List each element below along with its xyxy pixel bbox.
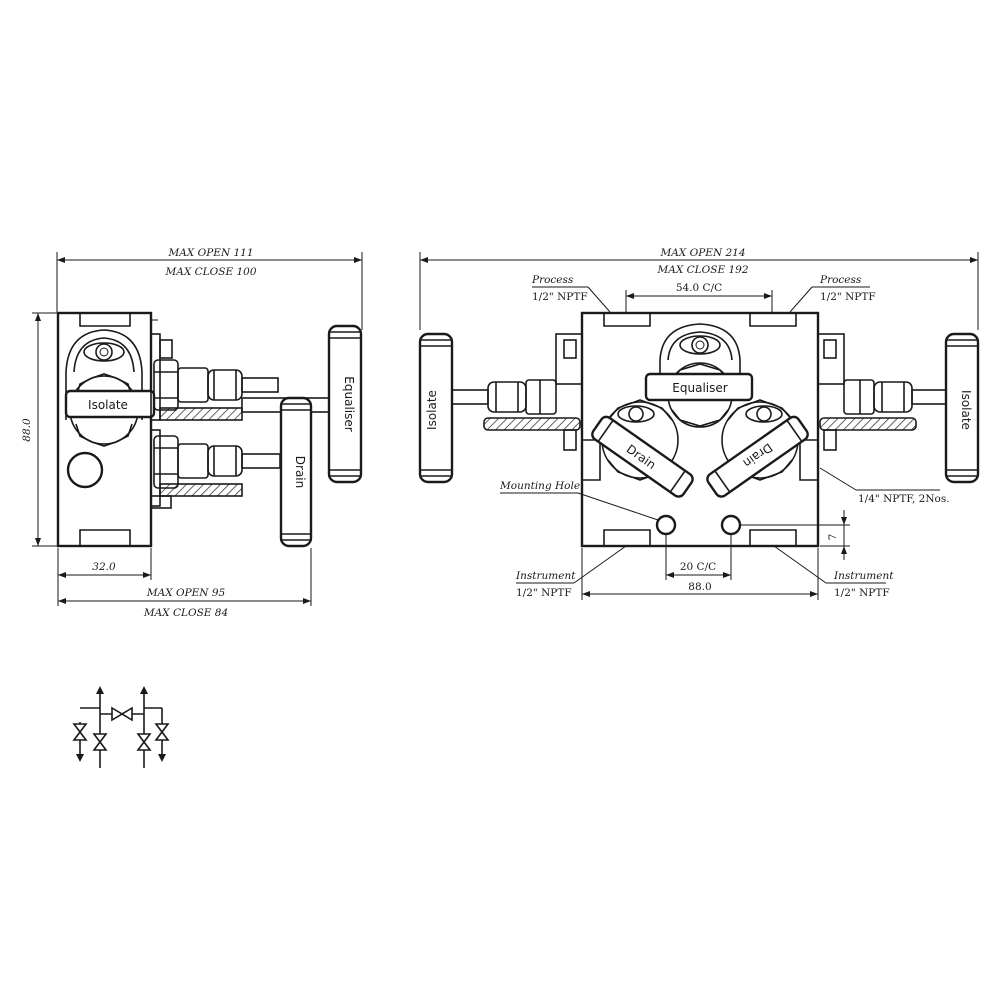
side-isolate-knob: Isolate — [64, 329, 156, 447]
process-left-thread: 1/2" NPTF — [532, 291, 588, 303]
mounting-hole-label: Mounting Hole — [499, 480, 580, 492]
side-max-open-bottom: MAX OPEN 95 — [146, 587, 226, 599]
mounting-hole-callout: Mounting Hole — [499, 480, 659, 521]
quarter-nptf-callout: 1/4" NPTF, 2Nos. — [819, 467, 950, 505]
side-max-close-bottom: MAX CLOSE 84 — [143, 607, 228, 619]
cc-54-label: 54.0 C/C — [676, 282, 722, 294]
front-left-isolate-handle: Isolate — [418, 332, 454, 484]
front-right-isolate-stem — [817, 333, 947, 451]
side-upper-valve-stem — [150, 333, 279, 421]
process-left-callout: Process 1/2" NPTF — [531, 274, 611, 313]
side-max-open-top: MAX OPEN 111 — [167, 247, 253, 259]
side-height-dimension: 88.0 — [21, 312, 58, 547]
side-lower-valve-stem — [150, 429, 281, 509]
small-7-dimension: 7 — [740, 510, 850, 560]
instrument-right-label: Instrument — [833, 570, 894, 582]
front-max-open: MAX OPEN 214 — [659, 247, 745, 259]
cc-54-dimension: 54.0 C/C — [625, 282, 773, 314]
front-equaliser-label: Equaliser — [672, 381, 727, 395]
side-top-dimension: MAX OPEN 111 MAX CLOSE 100 — [56, 247, 363, 330]
front-view: MAX OPEN 214 MAX CLOSE 192 Process 1/2" … — [418, 247, 980, 600]
front-equaliser-label-band — [644, 372, 754, 402]
side-view: MAX OPEN 111 MAX CLOSE 100 88.0 — [21, 247, 363, 619]
side-drain-label: Drain — [293, 456, 307, 488]
front-equaliser-knob: Equaliser — [644, 323, 754, 428]
cc-20-label: 20 C/C — [680, 561, 716, 573]
front-drain-right-knob: Drain — [706, 399, 809, 498]
process-right-callout: Process 1/2" NPTF — [789, 274, 876, 313]
front-isolate-right-label: Isolate — [959, 390, 973, 430]
mounting-hole-left — [655, 514, 677, 536]
side-equaliser-handle: Equaliser — [327, 324, 363, 484]
valve-schematic-symbol — [72, 686, 170, 768]
front-max-close: MAX CLOSE 192 — [657, 264, 749, 276]
side-max-close-top: MAX CLOSE 100 — [165, 266, 257, 278]
front-isolate-left-label: Isolate — [425, 390, 439, 430]
instrument-left-callout: Instrument 1/2" NPTF — [515, 545, 627, 599]
cc-20-dimension: 20 C/C — [665, 534, 732, 580]
front-drain-left-knob: Drain — [591, 399, 694, 498]
front-overall-dimension: MAX OPEN 214 MAX CLOSE 192 — [419, 247, 979, 330]
side-bottom-dimensions: 32.0 MAX OPEN 95 MAX CLOSE 84 — [57, 548, 312, 619]
front-width-dimension: 88.0 — [581, 548, 819, 600]
process-left-label: Process — [531, 274, 574, 286]
side-bottom-slot — [79, 529, 131, 546]
instrument-right-thread: 1/2" NPTF — [834, 587, 890, 599]
instrument-right-callout: Instrument 1/2" NPTF — [773, 545, 894, 599]
front-left-isolate-stem — [451, 333, 583, 451]
quarter-nptf-label: 1/4" NPTF, 2Nos. — [858, 493, 950, 505]
mounting-hole-right — [720, 514, 742, 536]
front-body-block — [580, 311, 820, 548]
instrument-left-thread: 1/2" NPTF — [516, 587, 572, 599]
process-right-label: Process — [819, 274, 862, 286]
instrument-left-label: Instrument — [515, 570, 576, 582]
side-height-label: 88.0 — [21, 418, 33, 442]
process-right-thread: 1/2" NPTF — [820, 291, 876, 303]
front-width-label: 88.0 — [688, 581, 711, 593]
side-top-slot — [79, 313, 131, 327]
front-right-isolate-handle: Isolate — [944, 332, 980, 484]
side-equaliser-label: Equaliser — [342, 376, 356, 431]
small-7-label: 7 — [827, 534, 839, 541]
side-isolate-label: Isolate — [88, 398, 128, 412]
side-port-circle — [66, 451, 104, 489]
side-width-label: 32.0 — [92, 561, 116, 573]
side-drain-handle: Drain — [279, 396, 313, 548]
